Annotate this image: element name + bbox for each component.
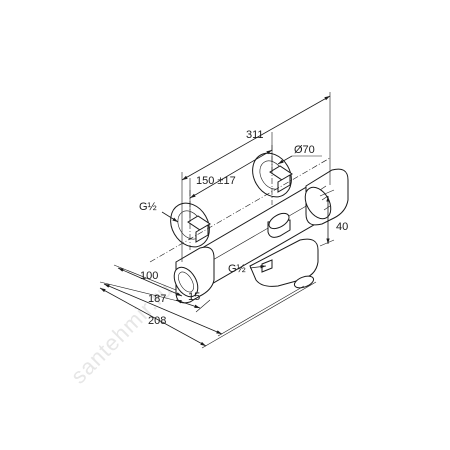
- label-depth-max: 208: [148, 315, 166, 327]
- label-offset: 15: [188, 291, 200, 303]
- label-depth-body: 100: [140, 270, 158, 282]
- label-center-distance: 150 ±17: [196, 175, 236, 187]
- label-thread-left: G½: [139, 201, 157, 213]
- label-height: 40: [336, 221, 348, 233]
- dimension-lines: [99, 95, 331, 347]
- dimension-labels: 311 Ø70 150 ±17 G½ 40 100 G½ 187 15 208: [139, 129, 348, 327]
- label-thread-outlet: G½: [228, 263, 246, 275]
- label-depth-total: 187: [148, 293, 166, 305]
- label-diameter: Ø70: [294, 144, 315, 156]
- faucet-body: [170, 152, 349, 304]
- label-overall-length: 311: [246, 129, 264, 141]
